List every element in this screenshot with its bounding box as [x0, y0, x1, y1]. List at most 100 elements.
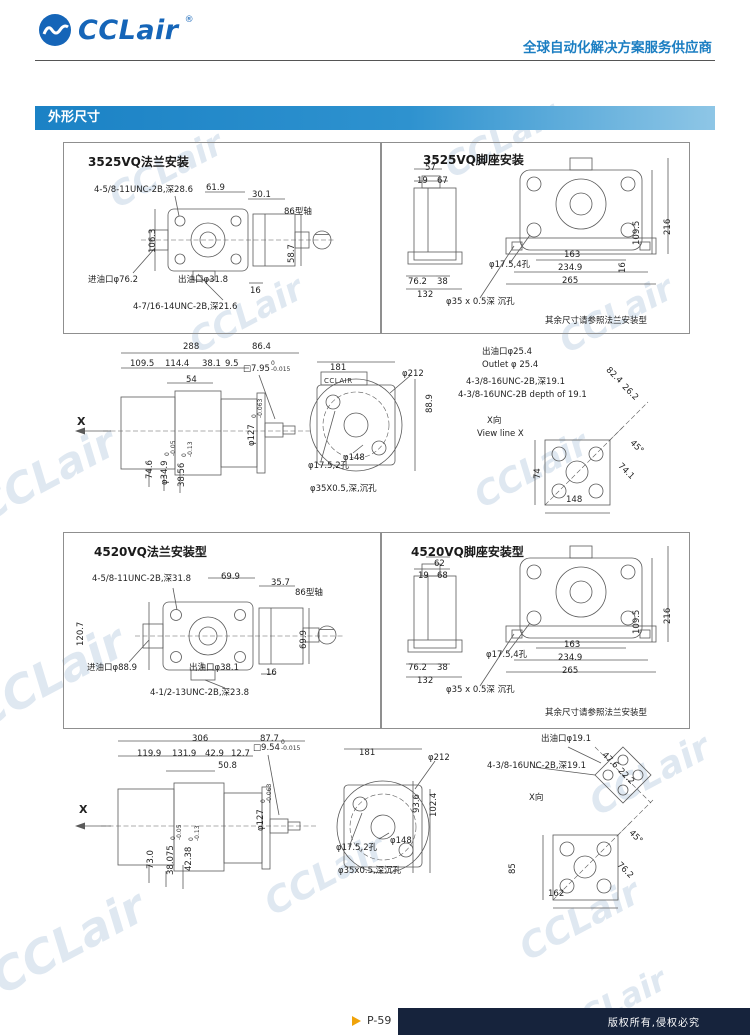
dim-label: 16: [266, 668, 277, 678]
section-title: 外形尺寸: [48, 110, 101, 125]
dim-label: φ17.5,4孔: [486, 650, 528, 660]
dim-label: 16: [250, 286, 261, 296]
dim-label: φ212: [428, 753, 450, 763]
dim-label: 0 -0.05: [164, 440, 178, 456]
dim-label: 57: [425, 163, 436, 173]
dim-label: 出油口φ25.4: [482, 347, 533, 357]
dim-label: 109.5: [632, 609, 642, 634]
dim-label: φ17.5,2孔: [336, 843, 378, 853]
dim-label: 119.9: [137, 749, 162, 759]
dim-label: 162: [548, 889, 565, 899]
dim-label: 其余尺寸请参照法兰安装型: [545, 708, 648, 718]
dim-label: 58.7: [287, 244, 297, 263]
dim-label: 132: [417, 676, 434, 686]
dim-label: 4-5/8-11UNC-2B,深28.6: [94, 185, 193, 195]
dim-label: 102.4: [429, 792, 439, 817]
dim-label: 181: [330, 363, 347, 373]
dim-label: 163: [564, 250, 581, 260]
header: CCLair ® 全球自动化解决方案服务供应商: [0, 0, 750, 62]
drawing-4520-foot-view: [406, 545, 669, 687]
dim-label: View line X: [477, 429, 524, 439]
logo-reg-mark: ®: [184, 15, 194, 25]
dim-label: 42.9: [205, 749, 224, 759]
dim-label: 4-7/16-14UNC-2B,深21.6: [133, 302, 238, 312]
dim-label: 0 -0.063: [251, 398, 265, 418]
drawing-3525-foot-view: [406, 157, 669, 299]
dim-label: 12.7: [231, 749, 250, 759]
page-number: P-59: [367, 1014, 392, 1027]
page-marker: P-59: [352, 1014, 391, 1027]
dim-label: 45°: [627, 438, 646, 457]
logo-icon: [39, 14, 71, 46]
dim-label: 114.4: [165, 359, 190, 369]
section-bar: 外形尺寸: [35, 106, 715, 130]
dim-label: X向: [529, 793, 544, 803]
dim-label: 4-1/2-13UNC-2B,深23.8: [150, 688, 249, 698]
dim-label: 85: [508, 863, 518, 874]
dim-label: 109.5: [130, 359, 155, 369]
dim-label: φ35X0.5,深,沉孔: [310, 484, 377, 494]
dim-label: 76.2: [614, 860, 636, 881]
dim-label: 35.7: [271, 578, 290, 588]
dim-label: φ148: [343, 453, 365, 463]
logo: CCLair ®: [38, 13, 194, 47]
dim-label: 16: [618, 262, 628, 273]
dim-label: 106.3: [148, 228, 158, 253]
dim-label: 进油口φ76.2: [88, 275, 139, 285]
dim-label: 4-3/8-16UNC-2B,深19.1: [466, 377, 565, 387]
panel-title: 3525VQ法兰安装: [88, 155, 189, 169]
dim-label: 234.9: [558, 263, 583, 273]
dim-label: 86型轴: [284, 207, 312, 217]
copyright-text: 版权所有,侵权必究: [607, 1018, 700, 1029]
dim-label: 0 -0.015: [281, 739, 301, 753]
dim-label: 出油口φ31.8: [178, 275, 229, 285]
dim-label: 4-3/8-16UNC-2B depth of 19.1: [458, 390, 587, 400]
panel-title: 4520VQ脚座安装型: [411, 545, 524, 559]
dim-label: Outlet φ 25.4: [482, 360, 539, 370]
dim-label: φ127: [256, 809, 266, 831]
panel-4520-foot: 4520VQ脚座安装型: [380, 532, 690, 729]
logo-text: CCLair: [78, 14, 179, 46]
dim-label: 19: [418, 571, 429, 581]
dim-label: 288: [183, 342, 200, 352]
dim-label: 38: [437, 663, 448, 673]
drawing-4520-side-and-views: [75, 740, 654, 909]
panel-3525-foot: 3525VQ脚座安装: [380, 142, 690, 334]
dim-label: 45°: [626, 828, 645, 847]
dim-label: 38.56: [177, 462, 187, 487]
drawing-3525-side-and-views: [75, 352, 649, 514]
dim-label: 进油口φ88.9: [87, 663, 138, 673]
dim-label: 265: [562, 276, 579, 286]
dim-label: 87.7: [260, 734, 279, 744]
dim-label: 42.38: [184, 846, 194, 871]
dim-label: 54: [186, 375, 197, 385]
dim-label: 163: [564, 640, 581, 650]
dim-label: 306: [192, 734, 209, 744]
dim-label: 47.6: [599, 750, 621, 771]
dim-label: 86.4: [252, 342, 271, 352]
dim-label: 38.075: [166, 845, 176, 875]
dim-label: 181: [359, 748, 376, 758]
dim-label: 265: [562, 666, 579, 676]
dim-label: 73.0: [146, 850, 156, 869]
dim-label: X: [77, 415, 86, 428]
dim-label: φ17.5,2孔: [308, 461, 350, 471]
panel-title: 3525VQ脚座安装: [423, 153, 524, 167]
dim-label: 74.6: [145, 460, 155, 479]
dim-label: 131.9: [172, 749, 197, 759]
dim-label: φ17.5,4孔: [489, 260, 531, 270]
header-rule: [35, 60, 715, 61]
copyright-bar: 版权所有,侵权必究: [398, 1008, 750, 1035]
dim-label: φ148: [390, 836, 412, 846]
dim-label: 0 -0.063: [260, 783, 274, 803]
dim-label: 148: [566, 495, 583, 505]
dim-label: φ35 x 0.5深 沉孔: [446, 685, 515, 695]
dim-label: X向: [487, 416, 502, 426]
dim-label: 0 -0.015: [271, 360, 291, 374]
dim-label: 出油口φ19.1: [541, 734, 592, 744]
dim-label: 50.8: [218, 761, 237, 771]
dim-label: 22.2: [615, 766, 637, 787]
dim-label: 38: [437, 277, 448, 287]
